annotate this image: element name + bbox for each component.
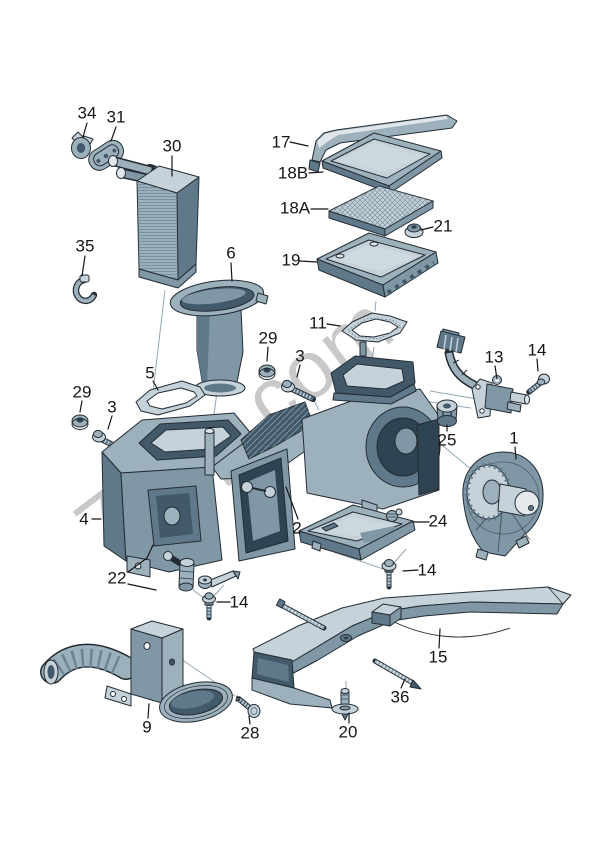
- part-gasket-11: [341, 312, 408, 343]
- callout-3-center[interactable]: 3: [295, 346, 305, 366]
- part-regulator-13: [436, 328, 530, 419]
- part-gasket-5: [135, 380, 206, 416]
- part-nut-29-center: [258, 364, 276, 380]
- callout-14-mid[interactable]: 14: [417, 560, 437, 580]
- part-nut-21: [404, 223, 424, 238]
- callout-4[interactable]: 4: [79, 509, 89, 529]
- part-clip-35: [72, 274, 98, 305]
- part-screw-28: [235, 695, 261, 718]
- callout-15[interactable]: 15: [428, 647, 448, 667]
- part-heater-core-30: [108, 155, 200, 289]
- callout-28[interactable]: 28: [240, 723, 260, 743]
- callout-19[interactable]: 19: [281, 250, 301, 270]
- callout-18b[interactable]: 18B: [277, 163, 309, 183]
- part-screw-14-lower: [202, 592, 216, 621]
- callout-18a[interactable]: 18A: [279, 198, 311, 218]
- part-filter-element-18A: [328, 185, 434, 237]
- callout-29-center[interactable]: 29: [258, 328, 278, 348]
- part-blower-motor-1: [462, 451, 544, 561]
- part-screw-14-mid: [381, 559, 397, 590]
- callout-17[interactable]: 17: [271, 132, 291, 152]
- callout-2[interactable]: 2: [292, 518, 302, 538]
- callout-35[interactable]: 35: [75, 236, 95, 256]
- part-filter-frame-18B: [321, 132, 443, 194]
- part-flange-31: [88, 139, 125, 171]
- callout-leader-lines: [79, 122, 539, 725]
- part-tray-24: [298, 504, 416, 561]
- part-air-intake-6: [169, 279, 269, 397]
- callout-13[interactable]: 13: [484, 347, 504, 367]
- part-housing-2: [101, 341, 441, 578]
- part-screw-36-upper: [275, 598, 327, 631]
- callout-14-upper[interactable]: 14: [527, 340, 547, 360]
- callout-34[interactable]: 34: [77, 103, 97, 123]
- part-screw-36-lower: [372, 658, 422, 690]
- callout-22[interactable]: 22: [107, 568, 127, 588]
- part-levers-22: [163, 551, 241, 592]
- part-clamp-34: [71, 131, 94, 159]
- callout-31[interactable]: 31: [106, 107, 126, 127]
- part-screw-14-upper: [526, 373, 550, 395]
- part-grommet-25: [436, 399, 458, 427]
- part-rivet-20: [331, 688, 359, 721]
- callout-30[interactable]: 30: [162, 136, 182, 156]
- callout-6[interactable]: 6: [226, 243, 236, 263]
- part-nut-29-left: [71, 414, 89, 430]
- callout-11[interactable]: 11: [309, 313, 327, 333]
- callout-20[interactable]: 20: [338, 722, 358, 742]
- callout-36[interactable]: 36: [390, 687, 410, 707]
- callout-14-lower[interactable]: 14: [229, 592, 249, 612]
- callout-1[interactable]: 1: [509, 428, 519, 448]
- callout-9[interactable]: 9: [142, 717, 152, 737]
- callout-29-left[interactable]: 29: [72, 382, 92, 402]
- part-screw-3-center: [281, 379, 316, 402]
- callout-25[interactable]: 25: [437, 430, 457, 450]
- part-air-duct-9: [40, 620, 233, 723]
- part-tray-19: [316, 232, 439, 298]
- callout-24[interactable]: 24: [428, 511, 448, 531]
- part-air-channel-15: [251, 586, 572, 709]
- callout-5[interactable]: 5: [145, 363, 155, 383]
- callout-3-left[interactable]: 3: [107, 397, 117, 417]
- callout-21[interactable]: 21: [433, 216, 453, 236]
